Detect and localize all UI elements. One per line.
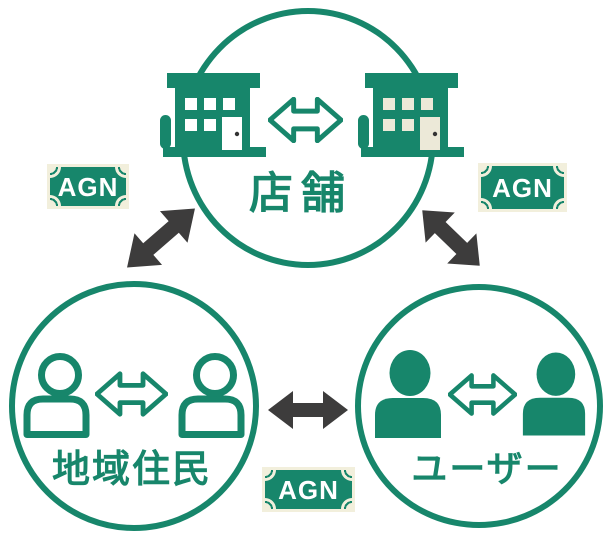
agn-label: AGN: [492, 172, 553, 203]
person-outline-icon: [175, 353, 248, 438]
residents-label: 地域住民: [51, 449, 212, 491]
swap-arrow-icon: [268, 97, 343, 143]
agn-banknote-icon: AGN: [262, 467, 355, 512]
agn-label: AGN: [278, 474, 339, 505]
banknote-corner: [265, 470, 276, 481]
agn-banknote-icon: AGN: [478, 163, 567, 212]
person-filled-icon: [521, 350, 587, 438]
banknote-corner: [341, 470, 352, 481]
banknote-corner: [341, 498, 352, 509]
banknote-corner: [50, 195, 61, 206]
banknote-corner: [553, 166, 564, 177]
banknote-corner: [50, 167, 61, 178]
exchange-arrow-residents-users: [268, 391, 348, 429]
person-filled-icon: [373, 350, 443, 438]
banknote-corner: [481, 198, 492, 209]
store-label: 店舗: [249, 169, 353, 218]
banknote-corner: [553, 198, 564, 209]
agn-banknote-icon: AGN: [47, 164, 129, 209]
banknote-corner: [265, 498, 276, 509]
person-outline-icon: [20, 353, 93, 438]
users-label: ユーザー: [411, 448, 563, 489]
banknote-corner: [115, 167, 126, 178]
storefront-icon: [160, 73, 266, 157]
banknote-corner: [115, 195, 126, 206]
swap-arrow-icon: [448, 371, 517, 418]
agn-label: AGN: [57, 171, 119, 202]
storefront-icon: [358, 73, 464, 157]
swap-arrow-icon: [95, 370, 168, 418]
banknote-corner: [481, 166, 492, 177]
